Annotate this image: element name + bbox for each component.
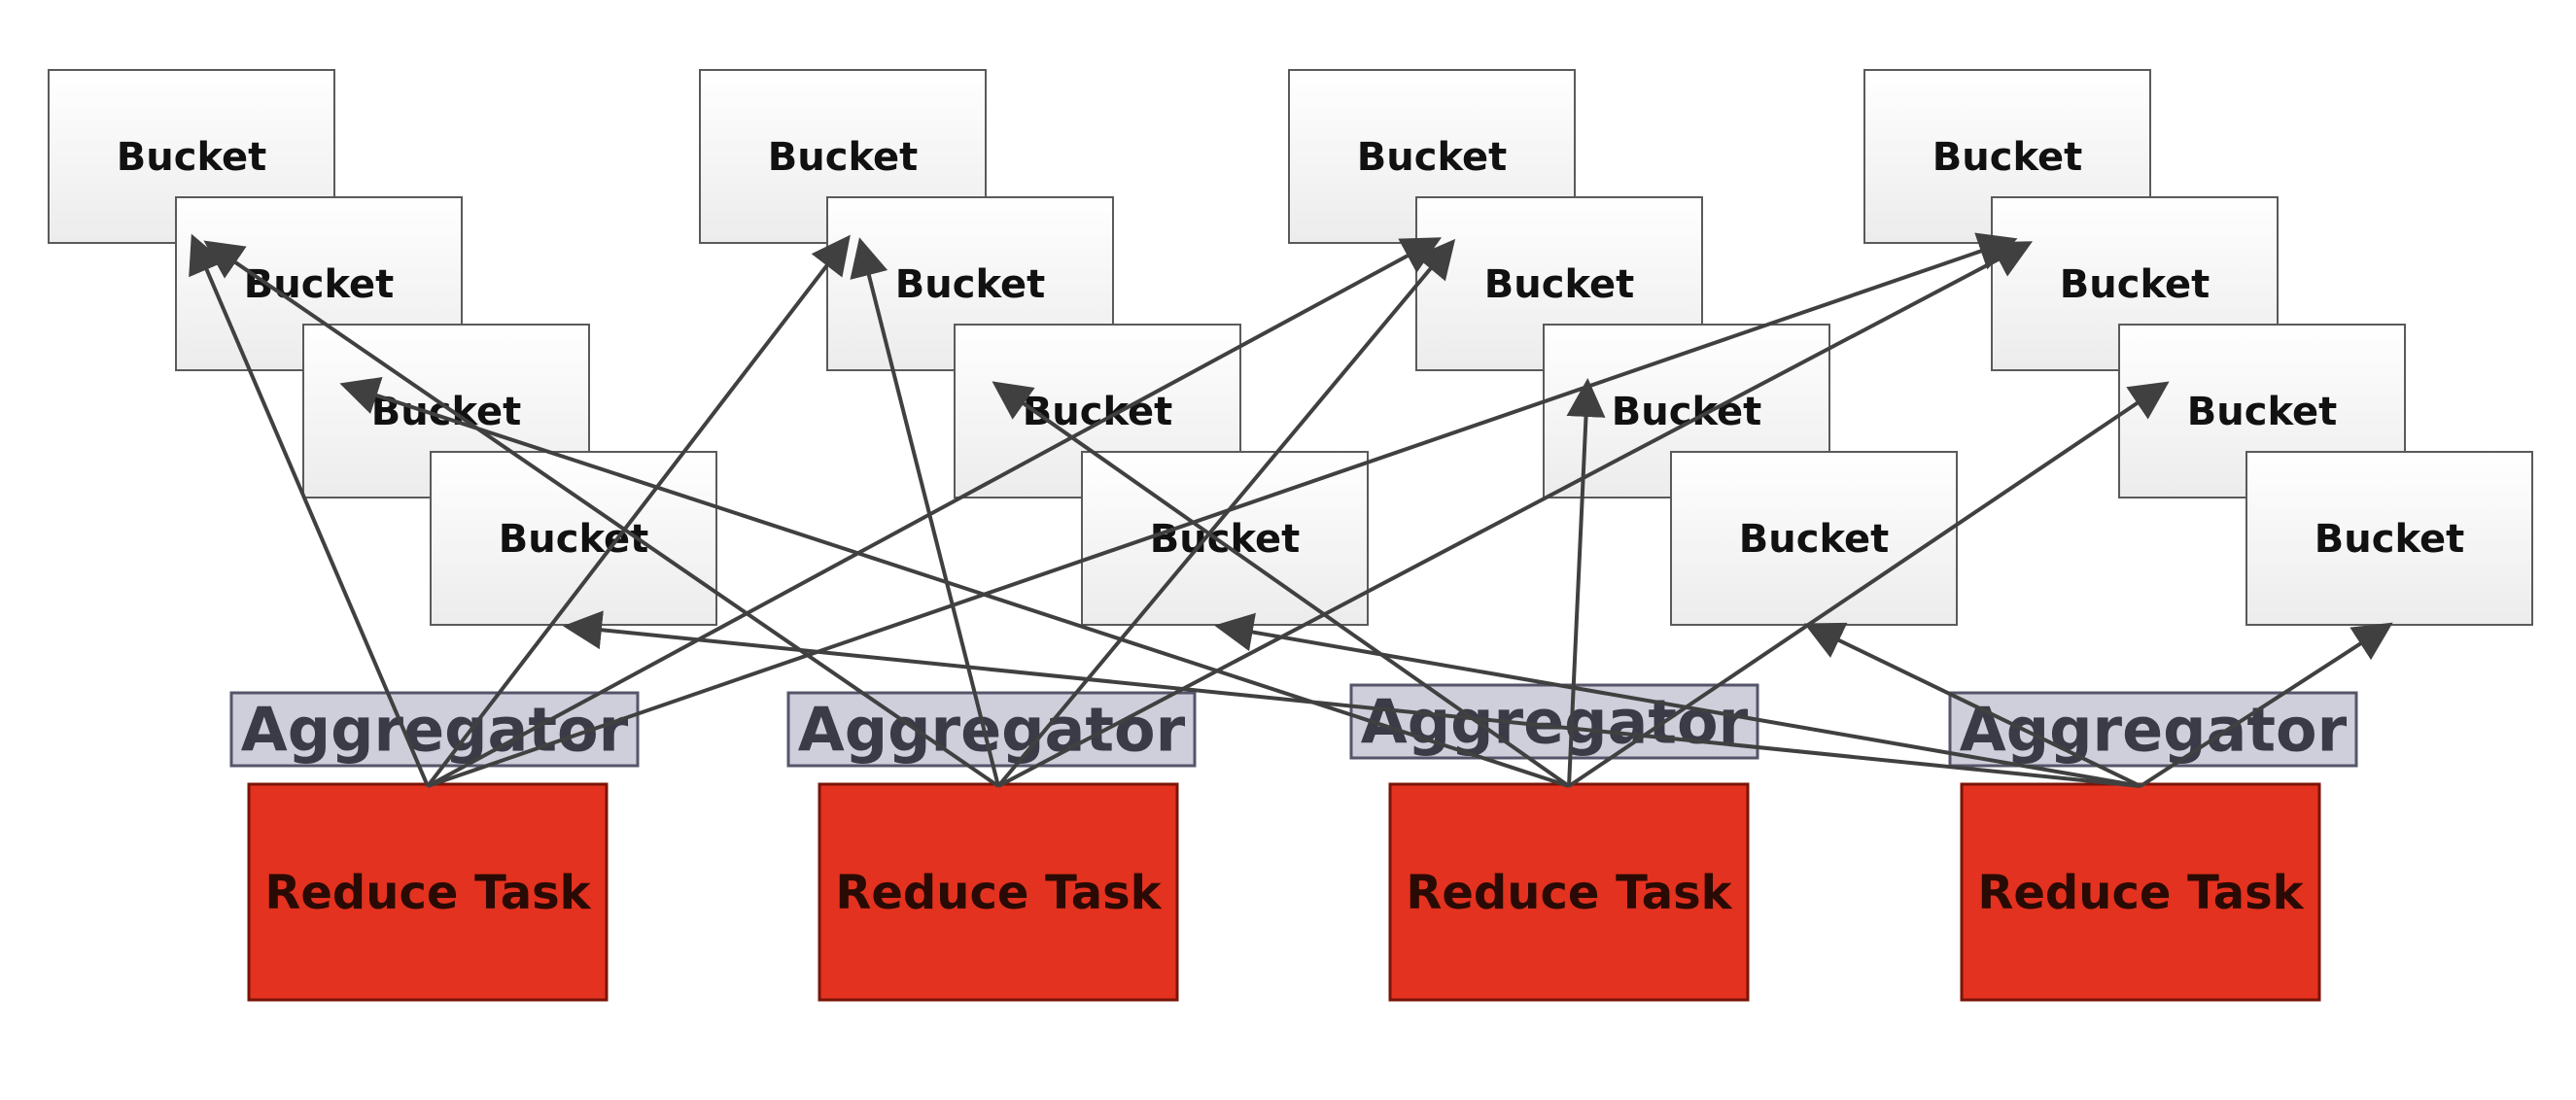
pipeline-4: Reduce Task Aggregator [1948,691,2358,1002]
bucket-label: Bucket [768,135,918,180]
edge-aggregator-3-to-bucket-3-3 [1566,378,1606,787]
edges-layer [189,232,2393,788]
edge-aggregator-1-to-bucket-4-1 [427,232,2018,788]
bucket-label: Bucket [1932,135,2082,180]
reduce-task-4: Reduce Task [1960,782,2321,1002]
reduce-task-label: Reduce Task [264,866,591,920]
bucket-box [1670,451,1958,626]
bucket-label: Bucket [1150,517,1300,562]
bucket-4-4: Bucket [2245,451,2533,626]
reduce-task-label: Reduce Task [835,866,1162,920]
reduce-task-2: Reduce Task [818,782,1179,1002]
reduce-task-1: Reduce Task [247,782,609,1002]
edge-aggregator-4-to-bucket-4-4 [2139,622,2393,788]
bucket-label: Bucket [1484,262,1634,307]
bucket-label: Bucket [2187,390,2337,434]
pipeline-3: Reduce Task Aggregator [1349,683,1759,1002]
bucket-box [2245,451,2533,626]
edge-aggregator-2-to-bucket-2-2 [850,237,1000,787]
aggregator-box [229,691,640,768]
edge-aggregator-3-to-bucket-1-3 [339,376,1570,788]
aggregator-label: Aggregator [241,695,629,766]
aggregator-box [1948,691,2358,768]
aggregator-1: Aggregator [229,691,640,768]
edge-aggregator-1-to-bucket-2-1 [426,234,851,788]
edge-aggregator-4-to-bucket-2-4 [1214,612,2141,788]
bucket-label: Bucket [1739,517,1889,562]
reduce-task-3: Reduce Task [1388,782,1750,1002]
buckets-layer: BucketBucketBucketBucketBucketBucketBuck… [48,69,2533,626]
bucket-label: Bucket [117,135,266,180]
edge-aggregator-2-to-bucket-3-2 [996,238,1456,788]
bucket-label: Bucket [895,262,1045,307]
aggregator-label: Aggregator [1960,695,2348,766]
bucket-label: Bucket [2315,517,2464,562]
bucket-label: Bucket [2060,262,2210,307]
edge-aggregator-2-to-bucket-4-2 [997,241,2034,788]
aggregator-4: Aggregator [1948,691,2358,768]
edge-aggregator-2-to-bucket-1-2 [203,240,1000,788]
bucket-label: Bucket [371,390,521,434]
reduce-task-box [818,782,1179,1002]
aggregator-label: Aggregator [1361,687,1749,758]
bucket-label: Bucket [499,517,648,562]
edge-aggregator-1-to-bucket-1-1 [189,233,430,787]
pipeline-1: Reduce Task Aggregator [229,691,640,1002]
bucket-3-4: Bucket [1670,451,1958,626]
edge-aggregator-4-to-bucket-1-4 [563,610,2141,788]
reduce-task-box [247,782,609,1002]
aggregator-3: Aggregator [1349,683,1759,760]
reduce-task-label: Reduce Task [1406,866,1732,920]
bucket-label: Bucket [1357,135,1507,180]
edge-aggregator-3-to-bucket-4-3 [1567,381,2170,788]
reduce-task-label: Reduce Task [1977,866,2304,920]
edge-aggregator-4-to-bucket-3-4 [1803,622,2141,788]
